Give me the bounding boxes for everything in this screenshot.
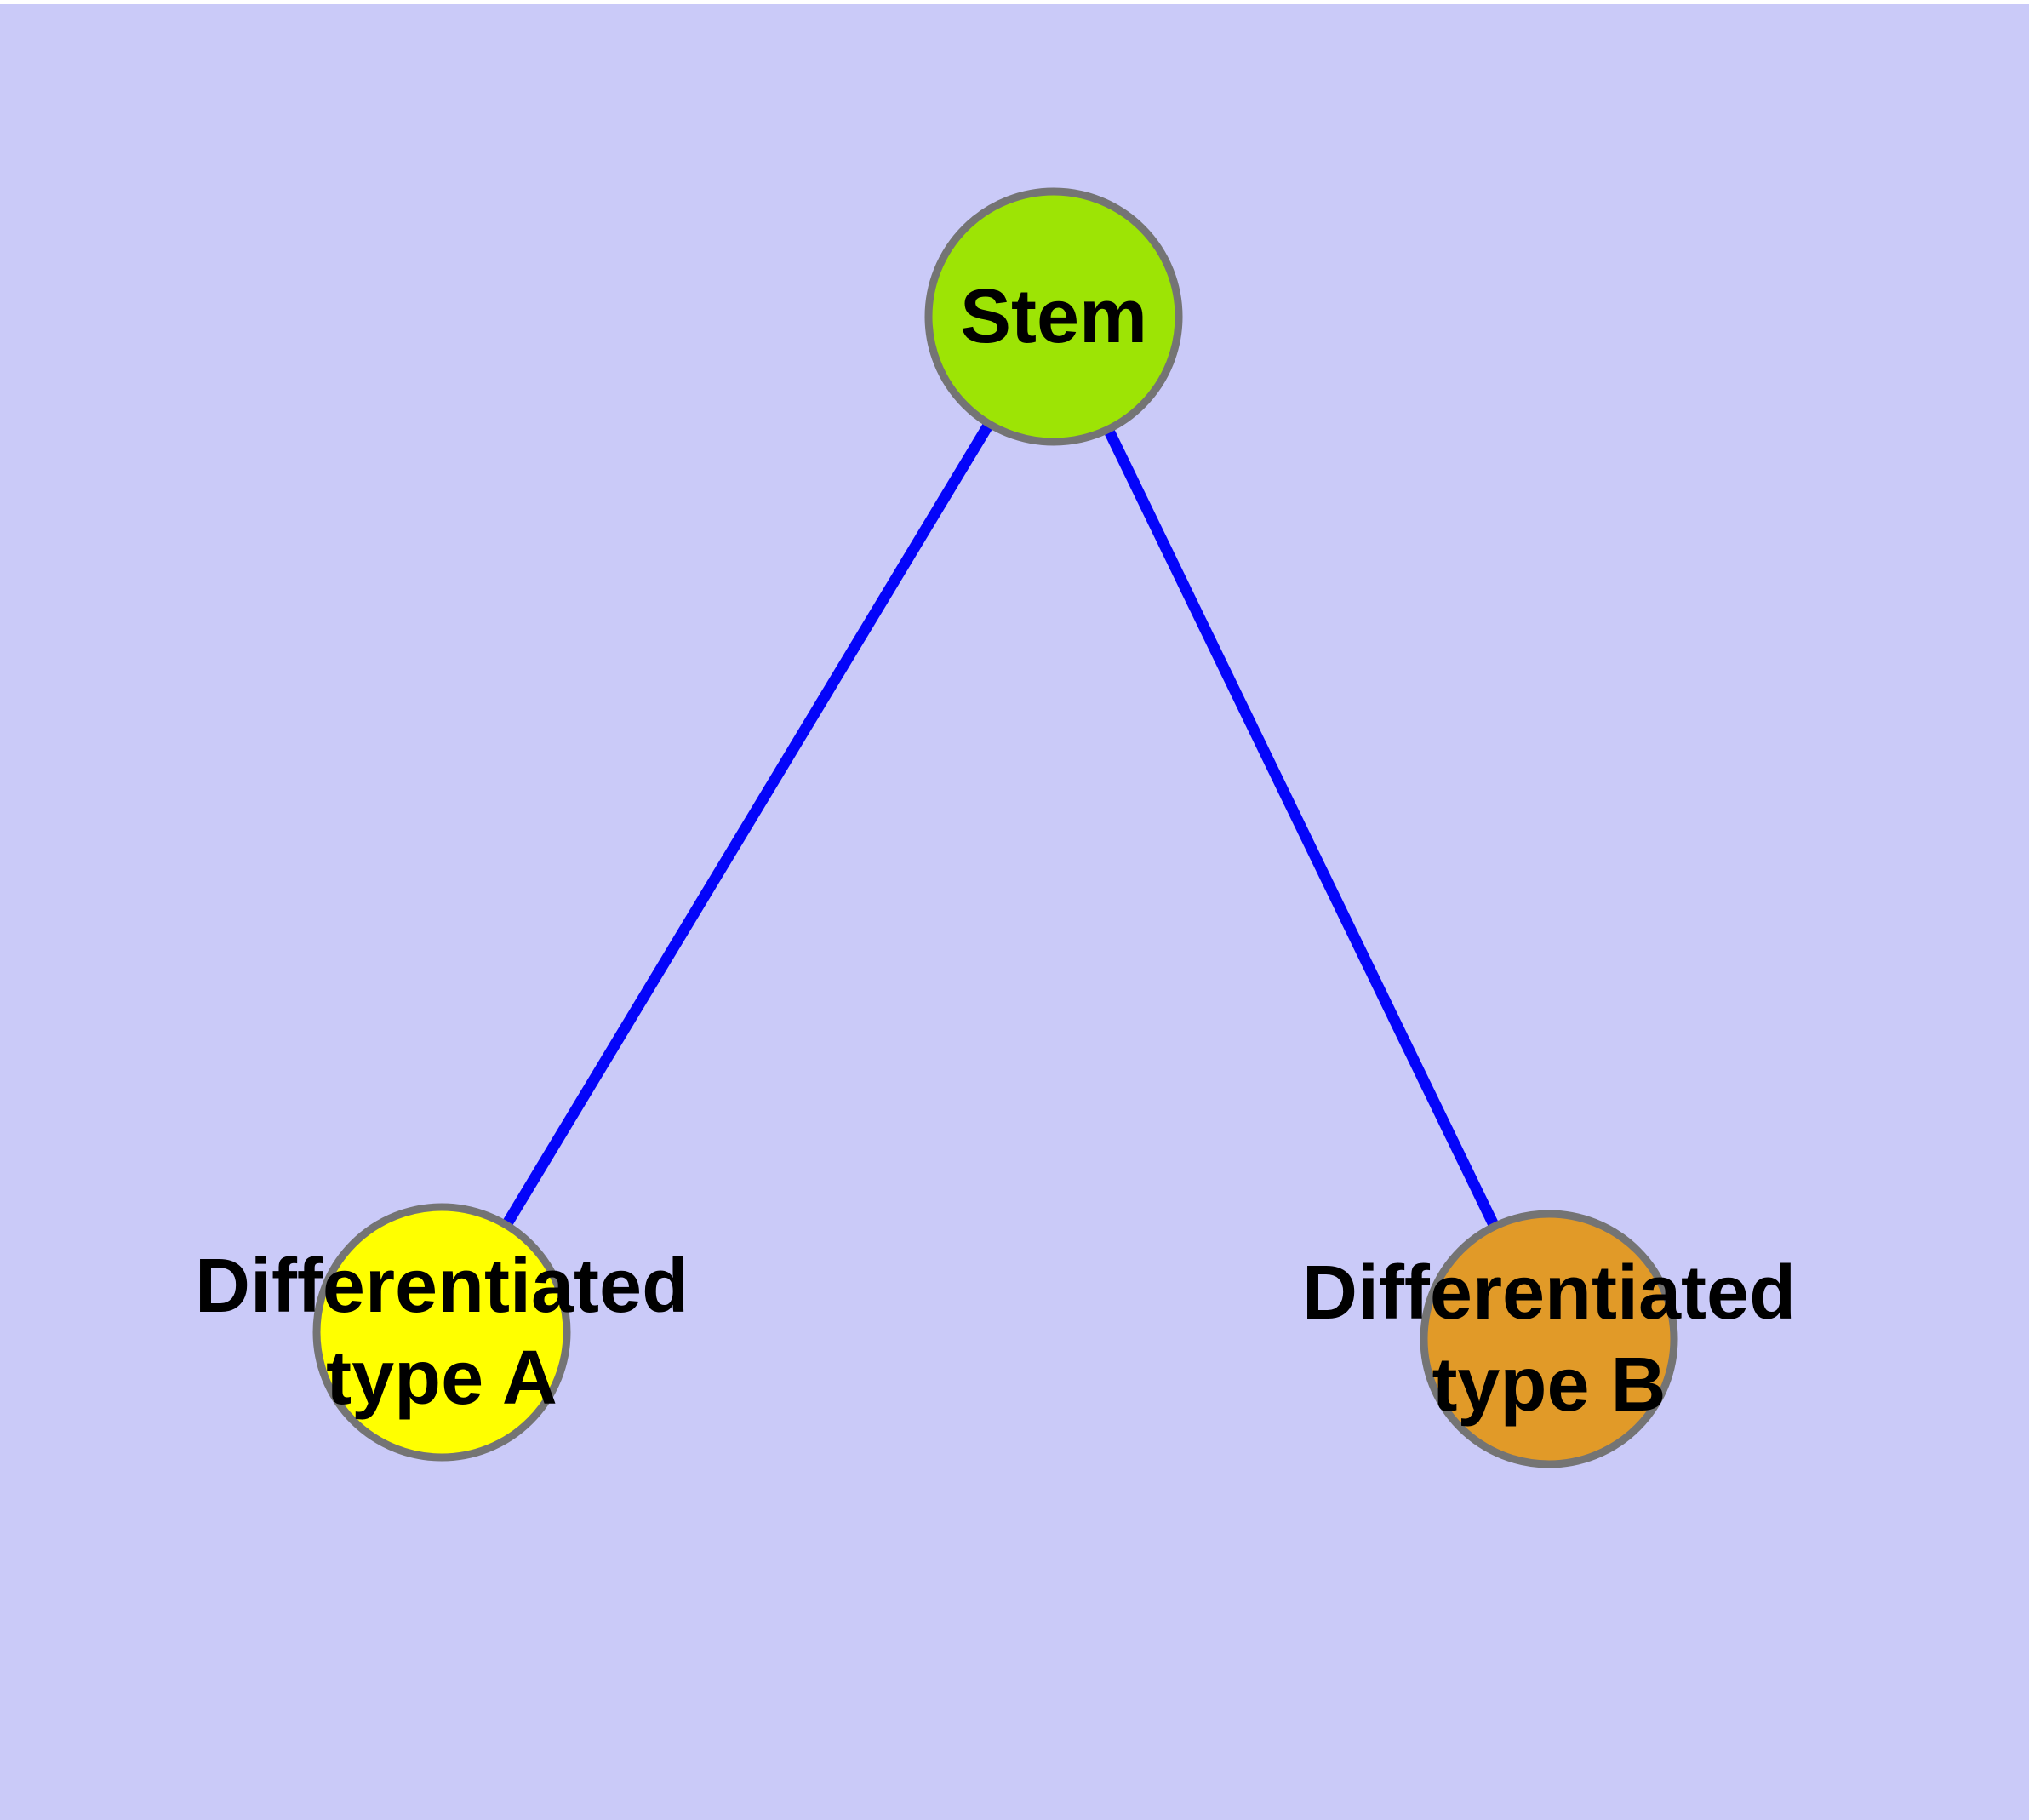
node-type-a-circle bbox=[312, 1203, 571, 1462]
node-type-b-circle bbox=[1420, 1210, 1678, 1468]
edge-stem-to-type-b bbox=[1049, 314, 1554, 1342]
node-type-a-label: Differentiated type A bbox=[195, 1240, 689, 1424]
node-type-b-label-line-2: type B bbox=[1432, 1342, 1666, 1428]
node-stem-circle bbox=[924, 187, 1183, 446]
edge-stem-to-type-a bbox=[437, 313, 1059, 1336]
node-stem-label: Stem bbox=[960, 271, 1147, 363]
node-type-a-label-line-2: type A bbox=[326, 1336, 557, 1421]
node-type-a-label-line-1: Differentiated bbox=[194, 1244, 689, 1329]
node-stem-label-text: Stem bbox=[959, 274, 1148, 359]
node-type-b-label: Differentiated type B bbox=[1302, 1247, 1796, 1431]
node-type-b-label-line-1: Differentiated bbox=[1301, 1251, 1797, 1336]
